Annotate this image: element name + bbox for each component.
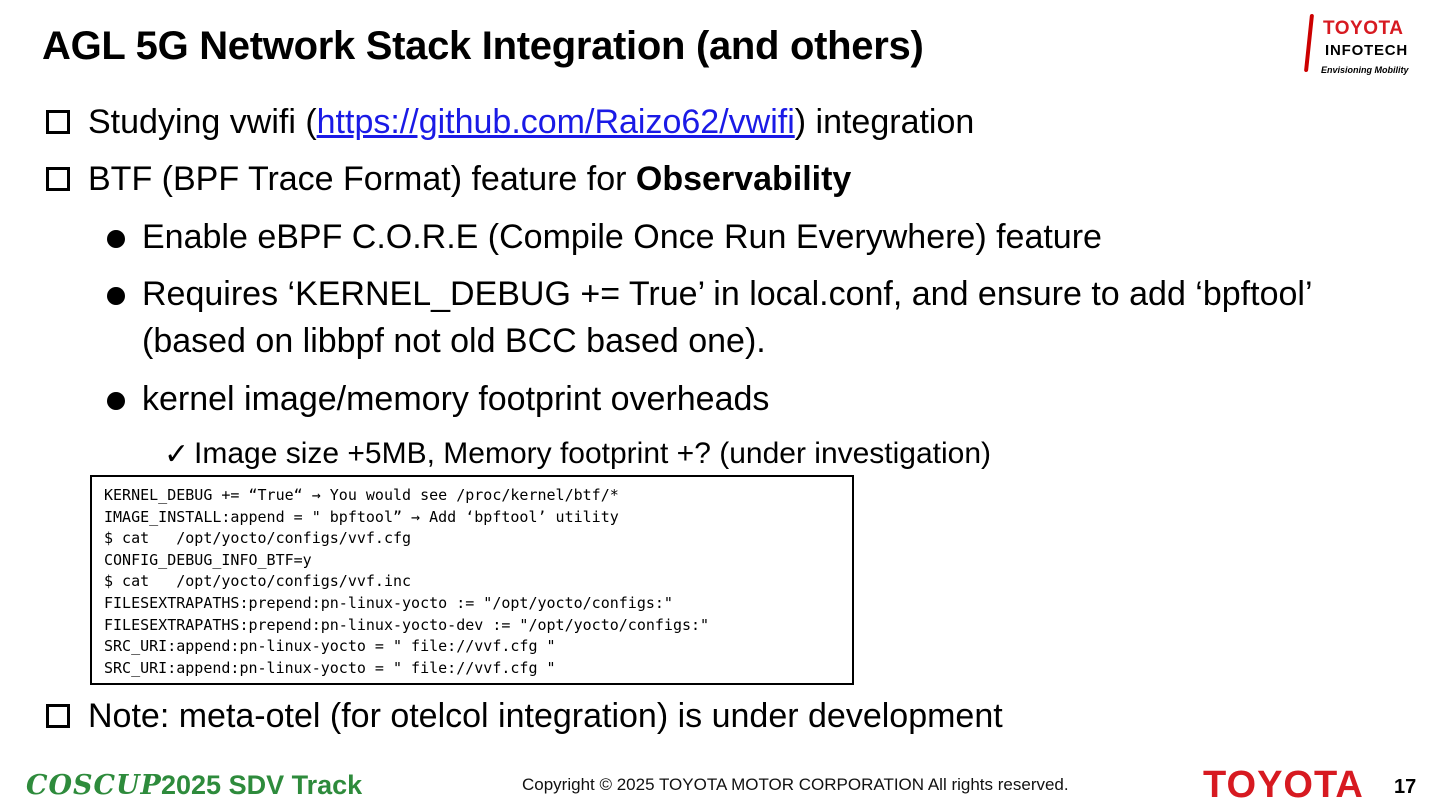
- code-line: FILESEXTRAPATHS:prepend:pn-linux-yocto :…: [104, 593, 673, 612]
- toyota-infotech-logo: TOYOTA INFOTECH Envisioning Mobility: [1303, 8, 1430, 80]
- code-line: $ cat /opt/yocto/configs/vvf.cfg: [104, 529, 412, 548]
- code-snippet-box: KERNEL_DEBUG += “True“ → You would see /…: [90, 475, 854, 685]
- check-mark-icon: ✓: [164, 438, 190, 471]
- square-bullet-icon: [46, 167, 70, 191]
- round-bullet-icon: [107, 392, 125, 410]
- round-bullet-icon: [107, 287, 125, 305]
- coscup-logo: COSCUP 2025 SDV Track: [26, 760, 386, 804]
- bullet-vwifi-suffix: ) integration: [794, 103, 975, 141]
- square-bullet-icon: [46, 110, 70, 134]
- subbullet-requires-line1: Requires ‘KERNEL_DEBUG += True’ in local…: [142, 275, 1313, 313]
- logo-tagline: Envisioning Mobility: [1321, 65, 1409, 75]
- code-line: KERNEL_DEBUG += “True“ → You would see /…: [104, 486, 619, 504]
- code-line: SRC_URI:append:pn-linux-yocto = " file:/…: [104, 637, 556, 656]
- bullet-vwifi-prefix: Studying vwifi (: [88, 103, 317, 141]
- page-number: 17: [1394, 776, 1417, 798]
- subbullet-ebpf: Enable eBPF C.O.R.E (Compile Once Run Ev…: [142, 218, 1102, 256]
- logo-line-infotech: INFOTECH: [1325, 42, 1409, 59]
- code-line: FILESEXTRAPATHS:prepend:pn-linux-yocto-d…: [104, 615, 710, 634]
- toyota-logo: TOYOTA: [1203, 764, 1364, 806]
- logo-line-toyota: TOYOTA: [1323, 18, 1404, 39]
- subbullet-requires-line2: (based on libbpf not old BCC based one).: [142, 322, 766, 360]
- copyright-text: Copyright © 2025 TOYOTA MOTOR CORPORATIO…: [522, 775, 1069, 794]
- vwifi-github-link[interactable]: https://github.com/Raizo62/vwifi: [316, 103, 795, 141]
- slide-title: AGL 5G Network Stack Integration (and ot…: [42, 24, 924, 68]
- round-bullet-icon: [107, 230, 125, 248]
- logo-mark-icon: [1303, 14, 1315, 72]
- code-line: IMAGE_INSTALL:append = " bpftool” → Add …: [104, 507, 619, 526]
- code-line: $ cat /opt/yocto/configs/vvf.inc: [104, 572, 412, 591]
- bullet-vwifi: Studying vwifi (https://github.com/Raizo…: [88, 103, 974, 142]
- code-line: CONFIG_DEBUG_INFO_BTF=y: [104, 550, 312, 569]
- bullet-btf-prefix: BTF (BPF Trace Format) feature for: [88, 160, 636, 198]
- bullet-btf: BTF (BPF Trace Format) feature for Obser…: [88, 160, 851, 199]
- square-bullet-icon: [46, 704, 70, 728]
- code-line: SRC_URI:append:pn-linux-yocto = " file:/…: [104, 658, 556, 677]
- track-label: 2025 SDV Track: [161, 770, 363, 800]
- coscup-wordmark: COSCUP: [26, 770, 162, 801]
- subbullet-kernel-overheads: kernel image/memory footprint overheads: [142, 380, 770, 418]
- bullet-note-otel: Note: meta-otel (for otelcol integration…: [88, 697, 1003, 735]
- subsub-image-size: Image size +5MB, Memory footprint +? (un…: [194, 437, 992, 470]
- bullet-btf-bold: Observability: [635, 160, 852, 198]
